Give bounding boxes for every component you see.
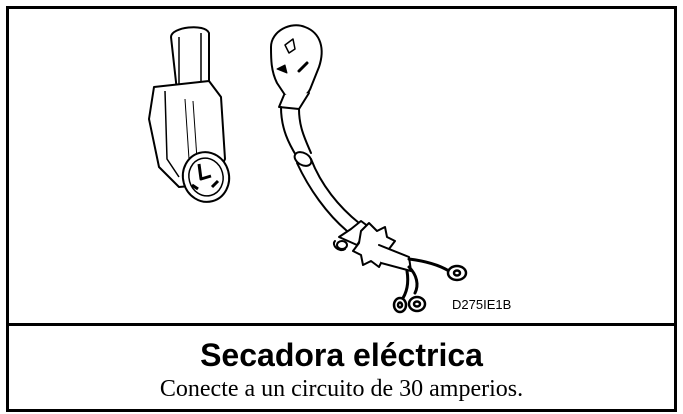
caption-title: Secadora eléctrica bbox=[200, 337, 483, 373]
divider bbox=[9, 323, 674, 326]
wall-outlet-icon bbox=[148, 26, 231, 203]
caption-subtitle: Conecte a un circuito de 30 amperios. bbox=[159, 376, 524, 402]
figure-code: D275IE1B bbox=[452, 297, 512, 312]
power-cord-plug-icon bbox=[270, 24, 451, 303]
diagram-frame: D275IE1B Secadora eléctrica Conecte a un… bbox=[6, 6, 677, 412]
ring-terminal-icon bbox=[392, 264, 468, 314]
illustration bbox=[148, 24, 468, 314]
